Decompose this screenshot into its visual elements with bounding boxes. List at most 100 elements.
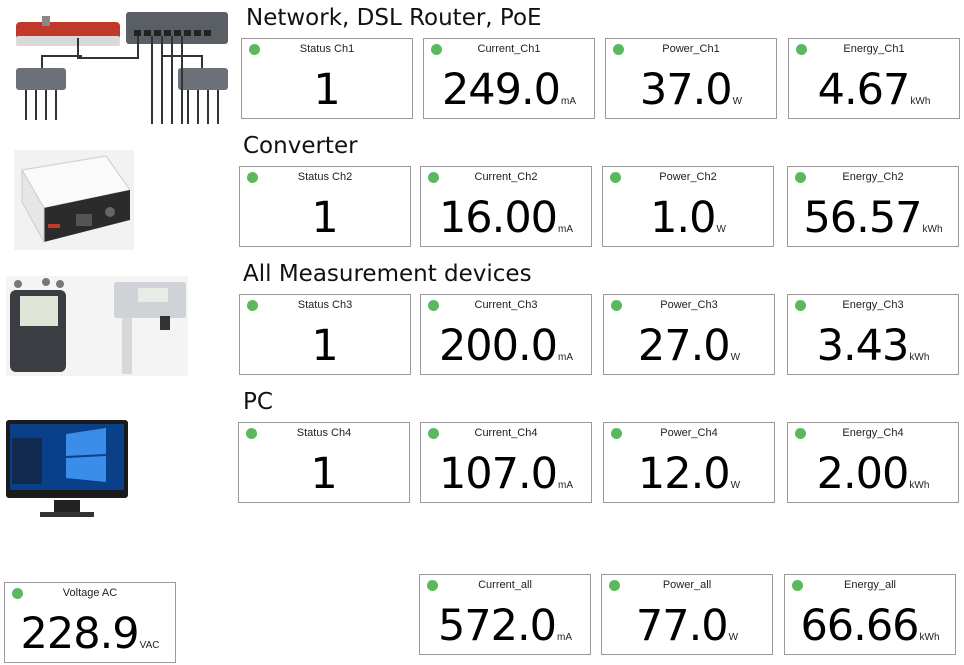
status-indicator-icon <box>609 580 620 591</box>
current-ch1-tile[interactable]: Current_Ch1 249.0mA <box>423 38 595 119</box>
tile-value: 1 <box>313 65 340 115</box>
tile-unit: W <box>716 224 726 235</box>
tile-label: Status Ch2 <box>297 171 353 183</box>
status-indicator-icon <box>428 428 439 439</box>
status-indicator-icon <box>611 300 622 311</box>
status-indicator-icon <box>246 428 257 439</box>
tile-value: 56.57 <box>803 193 922 243</box>
tile-value: 1.0 <box>650 193 716 243</box>
tile-value: 200.0 <box>438 321 558 371</box>
tile-value: 107.0 <box>438 449 558 499</box>
tile-label: Energy_Ch4 <box>842 427 904 439</box>
tile-value: 3.43 <box>816 321 910 371</box>
tile-label: Current_Ch2 <box>474 171 538 183</box>
tile-label: Status Ch4 <box>296 427 352 439</box>
energy-ch1-tile[interactable]: Energy_Ch1 4.67kWh <box>788 38 960 119</box>
status-indicator-icon <box>611 428 622 439</box>
network-switch-router-icon <box>12 8 232 130</box>
tile-unit: kWh <box>919 632 940 643</box>
status-indicator-icon <box>247 300 258 311</box>
tile-unit: kWh <box>910 96 931 107</box>
status-indicator-icon <box>428 172 439 183</box>
power-ch2-tile[interactable]: Power_Ch2 1.0W <box>602 166 774 247</box>
status-indicator-icon <box>249 44 260 55</box>
tile-unit: W <box>728 632 739 643</box>
tile-label: Power_Ch3 <box>660 299 718 311</box>
status-indicator-icon <box>12 588 23 599</box>
tile-unit: mA <box>558 480 574 491</box>
tile-label: Current_Ch3 <box>474 299 538 311</box>
power-ch1-tile[interactable]: Power_Ch1 37.0W <box>605 38 777 119</box>
tile-unit: VAC <box>139 640 160 651</box>
measurement-devices-icon <box>6 276 188 376</box>
tile-value: 27.0 <box>637 321 731 371</box>
tile-value: 4.67 <box>817 65 911 115</box>
group-title-network: Network, DSL Router, PoE <box>246 5 542 31</box>
tile-unit: kWh <box>909 480 930 491</box>
tile-unit: W <box>730 480 741 491</box>
tile-unit: mA <box>558 352 574 363</box>
tile-unit: mA <box>558 224 574 235</box>
tile-label: Power_Ch2 <box>659 171 717 183</box>
power-ch3-tile[interactable]: Power_Ch3 27.0W <box>603 294 775 375</box>
status-indicator-icon <box>610 172 621 183</box>
status-ch1-tile[interactable]: Status Ch1 1 <box>241 38 413 119</box>
status-indicator-icon <box>428 300 439 311</box>
tile-value: 1 <box>310 449 337 499</box>
pc-monitor-icon <box>6 420 128 520</box>
status-indicator-icon <box>795 300 806 311</box>
tile-label: Status Ch1 <box>299 43 355 55</box>
tile-label: Energy_Ch2 <box>842 171 904 183</box>
tile-unit: W <box>732 96 743 107</box>
tile-unit: mA <box>557 632 573 643</box>
tile-label: Current_Ch4 <box>474 427 538 439</box>
tile-label: Energy_all <box>844 579 896 591</box>
status-indicator-icon <box>795 172 806 183</box>
current-ch2-tile[interactable]: Current_Ch2 16.00mA <box>420 166 592 247</box>
tile-value: 16.00 <box>438 193 558 243</box>
group-title-pc: PC <box>243 389 273 415</box>
converter-box-icon <box>14 150 134 250</box>
tile-unit: mA <box>561 96 577 107</box>
tile-value: 77.0 <box>635 601 729 651</box>
status-indicator-icon <box>613 44 624 55</box>
status-indicator-icon <box>795 428 806 439</box>
tile-unit: kWh <box>922 224 943 235</box>
tile-value: 37.0 <box>639 65 733 115</box>
energy-all-tile[interactable]: Energy_all 66.66kWh <box>784 574 956 655</box>
tile-value: 66.66 <box>800 601 919 651</box>
power-all-tile[interactable]: Power_all 77.0W <box>601 574 773 655</box>
tile-label: Power_all <box>662 579 712 591</box>
tile-label: Voltage AC <box>62 587 118 599</box>
current-ch3-tile[interactable]: Current_Ch3 200.0mA <box>420 294 592 375</box>
tile-value: 228.9 <box>20 609 140 659</box>
tile-label: Status Ch3 <box>297 299 353 311</box>
voltage-ac-tile[interactable]: Voltage AC 228.9VAC <box>4 582 176 663</box>
tile-label: Energy_Ch3 <box>842 299 904 311</box>
power-ch4-tile[interactable]: Power_Ch4 12.0W <box>603 422 775 503</box>
tile-label: Power_Ch4 <box>660 427 718 439</box>
status-indicator-icon <box>796 44 807 55</box>
tile-label: Power_Ch1 <box>662 43 720 55</box>
tile-value: 1 <box>311 193 338 243</box>
status-ch4-tile[interactable]: Status Ch4 1 <box>238 422 410 503</box>
tile-unit: W <box>730 352 741 363</box>
tile-value: 572.0 <box>437 601 557 651</box>
tile-unit: kWh <box>909 352 930 363</box>
status-ch2-tile[interactable]: Status Ch2 1 <box>239 166 411 247</box>
tile-label: Current_Ch1 <box>477 43 541 55</box>
energy-ch3-tile[interactable]: Energy_Ch3 3.43kWh <box>787 294 959 375</box>
tile-value: 249.0 <box>441 65 561 115</box>
status-indicator-icon <box>247 172 258 183</box>
energy-ch2-tile[interactable]: Energy_Ch2 56.57kWh <box>787 166 959 247</box>
status-indicator-icon <box>792 580 803 591</box>
energy-ch4-tile[interactable]: Energy_Ch4 2.00kWh <box>787 422 959 503</box>
status-indicator-icon <box>427 580 438 591</box>
tile-label: Current_all <box>478 579 532 591</box>
status-indicator-icon <box>431 44 442 55</box>
current-ch4-tile[interactable]: Current_Ch4 107.0mA <box>420 422 592 503</box>
current-all-tile[interactable]: Current_all 572.0mA <box>419 574 591 655</box>
tile-value: 1 <box>311 321 338 371</box>
status-ch3-tile[interactable]: Status Ch3 1 <box>239 294 411 375</box>
tile-value: 2.00 <box>816 449 910 499</box>
